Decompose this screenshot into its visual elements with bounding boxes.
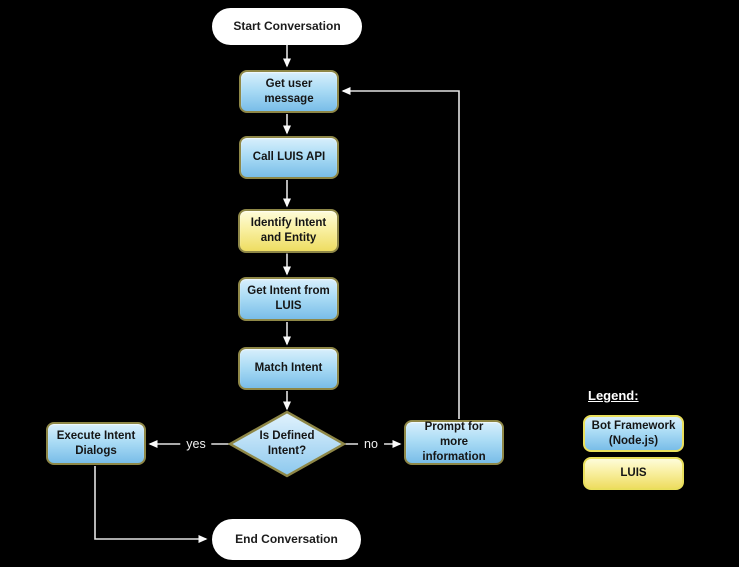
node-execute-intent-dialogs: Execute Intent Dialogs [46, 422, 146, 465]
node-label: Start Conversation [233, 18, 341, 33]
node-label: Prompt for more information [422, 421, 486, 463]
edge-label-no: no [358, 437, 384, 451]
legend-title: Legend: [588, 388, 639, 403]
node-label: Execute Intent Dialogs [56, 429, 136, 457]
edge-label-yes: yes [180, 437, 212, 451]
decision-shape [228, 410, 346, 478]
edge-prompt-to-get-user-message [341, 87, 460, 419]
node-label: Get Intent from LUIS [247, 285, 330, 312]
node-is-defined-intent: Is Defined Intent? [228, 410, 346, 478]
legend-item-label: Bot Framework (Node.js) [591, 419, 676, 447]
legend-item-bot-framework: Bot Framework (Node.js) [583, 415, 684, 452]
edge-execute-to-end [94, 466, 208, 543]
node-identify-intent-and-entity: Identify Intent and Entity [238, 209, 339, 253]
node-label: End Conversation [235, 531, 338, 546]
node-label: Call LUIS API [252, 151, 326, 164]
node-start-conversation: Start Conversation [212, 8, 362, 45]
legend-item-luis: LUIS [583, 457, 684, 490]
node-label: Identify Intent and Entity [250, 217, 327, 244]
node-prompt-for-more-information: Prompt for more information [404, 420, 504, 465]
node-label: Get user message [264, 77, 314, 105]
node-label: Match Intent [254, 362, 323, 375]
node-get-user-message: Get user message [239, 70, 339, 113]
node-end-conversation: End Conversation [212, 519, 361, 560]
node-call-luis-api: Call LUIS API [239, 136, 339, 179]
node-match-intent: Match Intent [238, 347, 339, 390]
legend-item-label: LUIS [620, 467, 647, 480]
node-label: Is Defined Intent? [259, 430, 315, 457]
node-get-intent-from-luis: Get Intent from LUIS [238, 277, 339, 321]
